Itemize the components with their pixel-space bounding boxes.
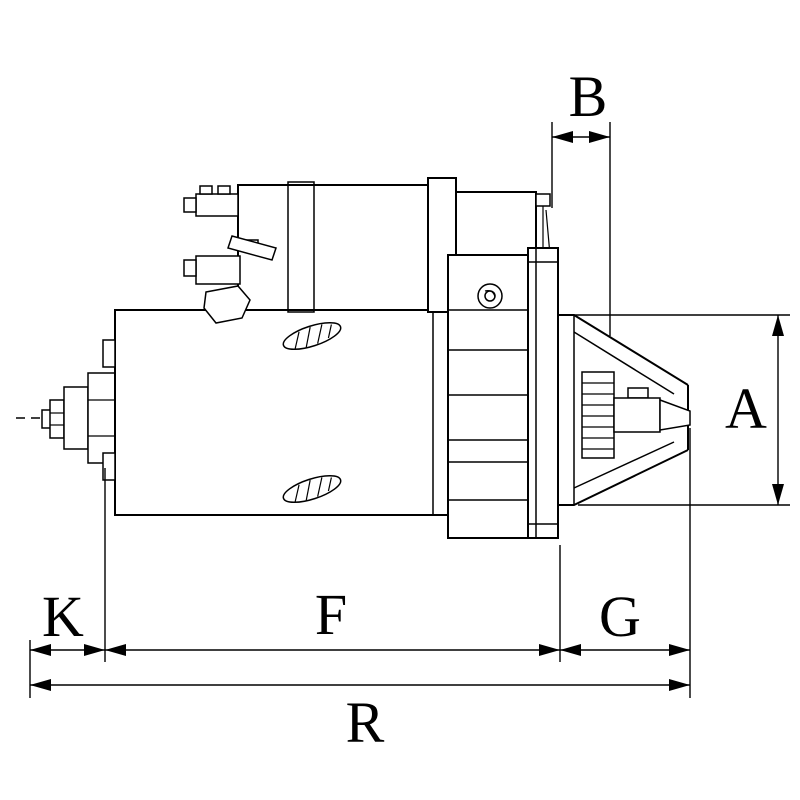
dim-label-b: B [569,64,608,129]
vent-slot-lower [282,474,342,504]
dim-label-a: A [725,376,767,441]
drive-housing [447,254,529,539]
dimension-b: B [551,64,611,336]
dimension-a: A [572,314,790,506]
motor-drawing [16,177,691,539]
dimension-r: R [30,679,690,755]
dimension-k: K [29,468,106,698]
dimension-f: F [105,545,561,662]
vent-slot-upper [282,321,342,351]
dim-label-f: F [315,582,347,647]
dim-label-g: G [599,584,641,649]
motor-body [102,309,449,516]
dim-label-r: R [346,690,385,755]
dimension-g: G [560,428,691,698]
nose-bracket [558,314,691,506]
front-shaft [41,372,117,464]
mounting-flange [527,247,559,539]
dim-label-k: K [42,584,84,649]
